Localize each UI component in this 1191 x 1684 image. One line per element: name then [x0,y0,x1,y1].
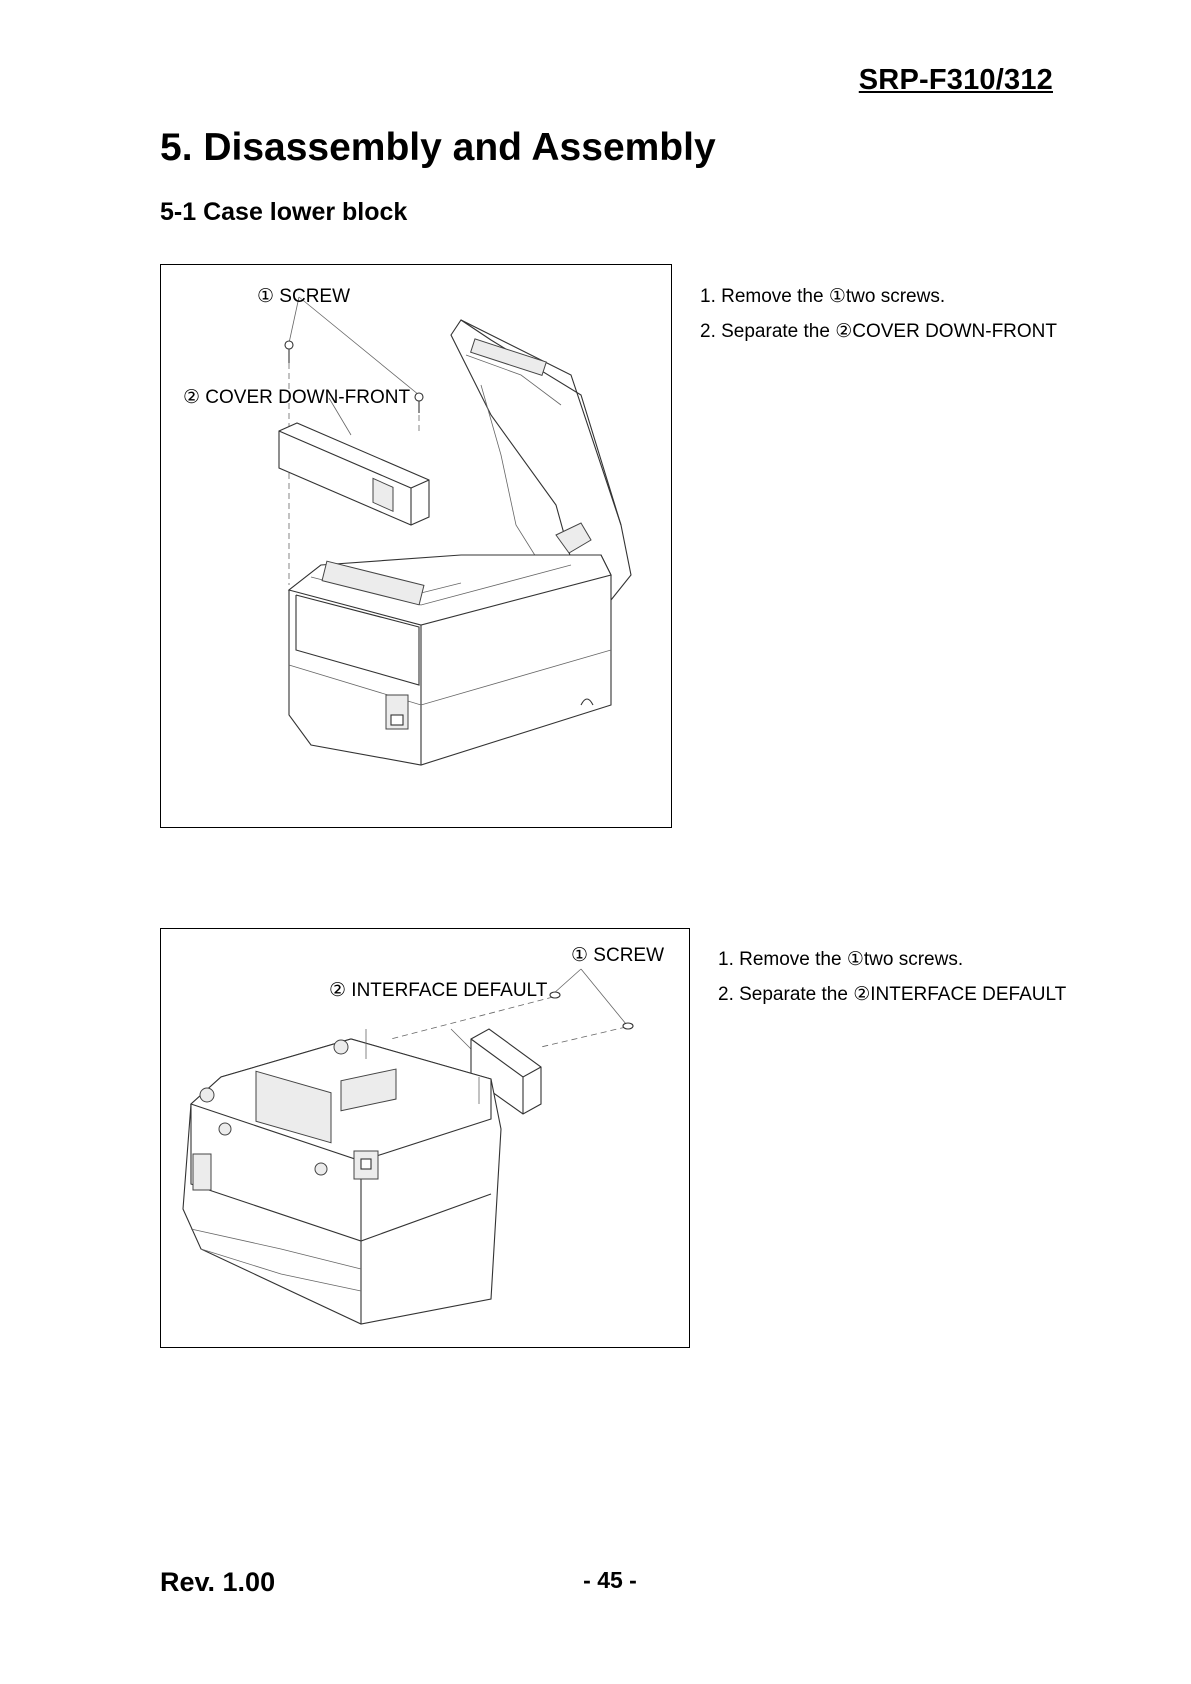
figure-interface-default: ① SCREW ② INTERFACE DEFAULT [160,928,690,1348]
printer-cover-drawing [161,265,671,827]
section-title: 5. Disassembly and Assembly [160,126,716,170]
callout-screw: ① SCREW [257,285,350,308]
page-number: - 45 - [560,1567,660,1594]
instruction-step: 1. Remove the ①two screws. [700,279,1100,314]
instruction-step: 2. Separate the ②INTERFACE DEFAULT [718,977,1118,1012]
instruction-list-2: 1. Remove the ①two screws. 2. Separate t… [718,942,1118,1012]
revision-label: Rev. 1.00 [160,1567,275,1598]
instruction-step: 2. Separate the ②COVER DOWN-FRONT [700,314,1100,349]
instruction-list-1: 1. Remove the ①two screws. 2. Separate t… [700,279,1100,349]
callout-interface-default: ② INTERFACE DEFAULT [329,979,547,1002]
section-subtitle: 5-1 Case lower block [160,198,407,227]
callout-cover-down-front: ② COVER DOWN-FRONT [183,386,410,409]
callout-screw: ① SCREW [571,944,664,967]
instruction-step: 1. Remove the ①two screws. [718,942,1118,977]
model-header: SRP-F310/312 [700,64,1053,97]
figure-cover-down-front: ① SCREW ② COVER DOWN-FRONT [160,264,672,828]
